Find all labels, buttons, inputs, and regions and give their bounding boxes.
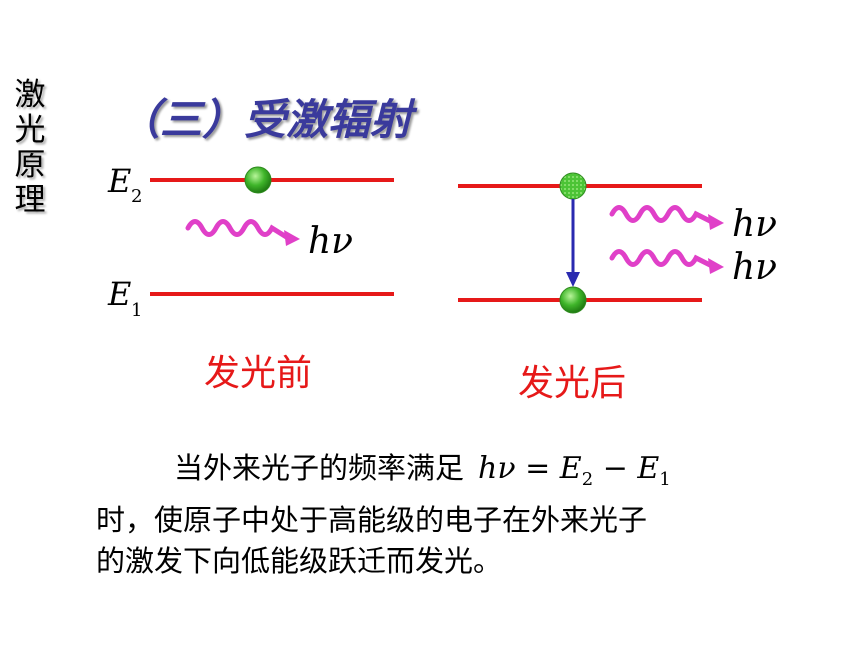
photon-energy-label: hν — [732, 204, 777, 245]
formula-equals: = — [515, 451, 560, 486]
upper-level-subscript: 2 — [131, 186, 142, 207]
sidebar-char: 理 — [14, 182, 46, 218]
incoming-photon-arrowhead — [284, 230, 300, 246]
caption-before-emission: 发光前 — [204, 353, 313, 394]
after-emission-panel: hν hν — [458, 172, 777, 314]
emitted-photon-arrowhead-2 — [708, 258, 724, 274]
emitted-photon-arrowhead-1 — [708, 214, 724, 230]
formula-energy-e2: E — [559, 451, 582, 486]
caption-after-emission: 发光后 — [518, 363, 627, 404]
sidebar-char: 原 — [14, 147, 46, 183]
paragraph-text: 当外来光子的频率满足 — [174, 451, 465, 485]
formula-minus: − — [593, 451, 638, 486]
former-atom-position — [559, 172, 587, 200]
incoming-photon-wave — [185, 219, 291, 241]
before-emission-panel: E 2 hν E 1 — [107, 162, 394, 321]
sidebar-vertical-title: 激 光 原 理 — [12, 78, 48, 218]
formula-lhs: hν — [478, 451, 516, 486]
excited-atom — [244, 166, 272, 194]
paragraph-line-3: 的激发下向低能级跃迁而发光。 — [96, 544, 503, 578]
upper-level-label: E — [107, 162, 131, 200]
formula-sub-2: 2 — [581, 469, 594, 490]
ground-state-atom — [559, 286, 587, 314]
stimulated-emission-condition-formula: hν = E2 − E1 — [478, 451, 671, 490]
emitted-photon-wave-1 — [609, 205, 715, 225]
photon-energy-label: hν — [732, 247, 777, 288]
sidebar-char: 光 — [14, 112, 46, 148]
emitted-photon-wave-2 — [609, 249, 715, 269]
formula-energy-e1: E — [637, 451, 660, 486]
sidebar-char: 激 — [14, 77, 46, 113]
slide-title: （三）受激辐射 — [118, 95, 413, 144]
lower-level-label: E — [107, 275, 131, 313]
transition-arrowhead — [566, 272, 580, 287]
paragraph-line-2: 时，使原子中处于高能级的电子在外来光子 — [96, 503, 648, 537]
formula-sub-1: 1 — [659, 469, 671, 490]
lower-level-subscript: 1 — [131, 300, 142, 321]
photon-energy-label: hν — [308, 221, 353, 262]
